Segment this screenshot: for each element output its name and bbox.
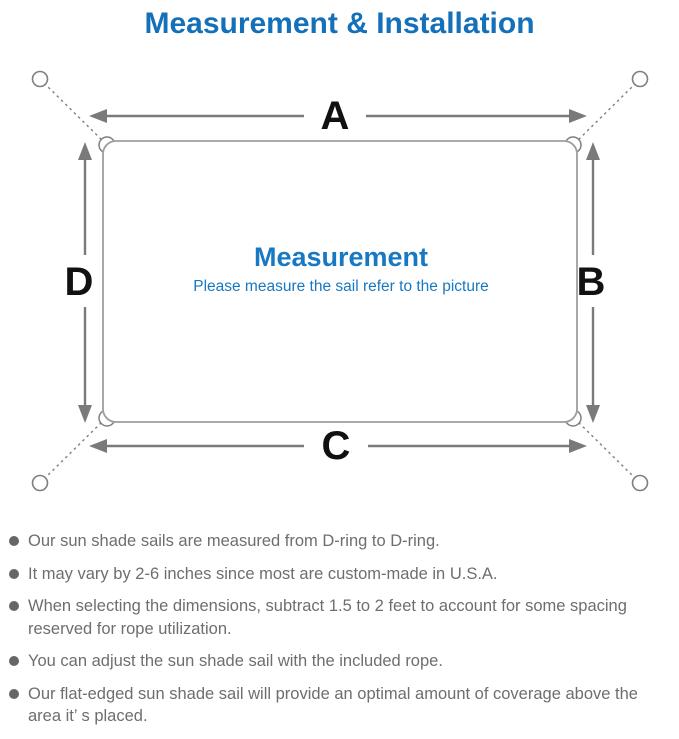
mounting-rings [31,70,649,492]
note-text: It may vary by 2-6 inches since most are… [28,564,498,583]
anchor-line-top-right [573,82,637,145]
diagram-center-subtitle: Please measure the sail refer to the pic… [193,278,489,295]
dimension-label-c: C [322,424,351,468]
dimension-arrows [78,109,600,453]
bullet-icon [9,536,19,546]
sail-outline [102,140,578,423]
arrowhead-up-icon [78,142,92,160]
anchor-line-bottom-left [43,417,107,480]
mounting-ring-icon [631,474,649,492]
arrowhead-left-icon [89,109,107,123]
diagram-center-heading: Measurement [254,242,428,272]
mounting-ring-icon [631,70,649,88]
arrowhead-up-icon [586,142,600,160]
list-item: It may vary by 2-6 inches since most are… [9,563,675,586]
arrowhead-right-icon [569,109,587,123]
measurement-diagram: A C D B Measurement Please measure the s… [31,70,649,492]
arrowhead-left-icon [89,439,107,453]
arrowhead-right-icon [569,439,587,453]
dimension-labels: A C D B [65,94,606,468]
anchor-lines [43,82,637,480]
list-item: Our sun shade sails are measured from D-… [9,530,675,553]
mounting-ring-icon [31,70,49,88]
list-item: Our flat-edged sun shade sail will provi… [9,683,675,728]
arrowhead-down-icon [586,405,600,423]
dimension-label-b: B [577,260,606,304]
arrowhead-down-icon [78,405,92,423]
mounting-ring-icon [31,474,49,492]
bullet-icon [9,568,19,579]
bullet-icon [9,656,19,666]
note-text: You can adjust the sun shade sail with t… [28,652,443,670]
list-item: You can adjust the sun shade sail with t… [9,650,675,673]
note-text: Our sun shade sails are measured from D-… [28,532,440,550]
notes-list: Our sun shade sails are measured from D-… [0,530,679,728]
bullet-icon [9,601,19,611]
page-title: Measurement & Installation [144,7,535,40]
anchor-line-bottom-right [573,417,637,480]
anchor-line-top-left [43,82,107,145]
dimension-label-d: D [65,260,94,304]
dimension-label-a: A [321,94,350,138]
bullet-icon [9,688,19,699]
note-text: Our flat-edged sun shade sail will provi… [28,684,638,726]
note-text: When selecting the dimensions, subtract … [28,597,627,638]
list-item: When selecting the dimensions, subtract … [9,595,675,640]
